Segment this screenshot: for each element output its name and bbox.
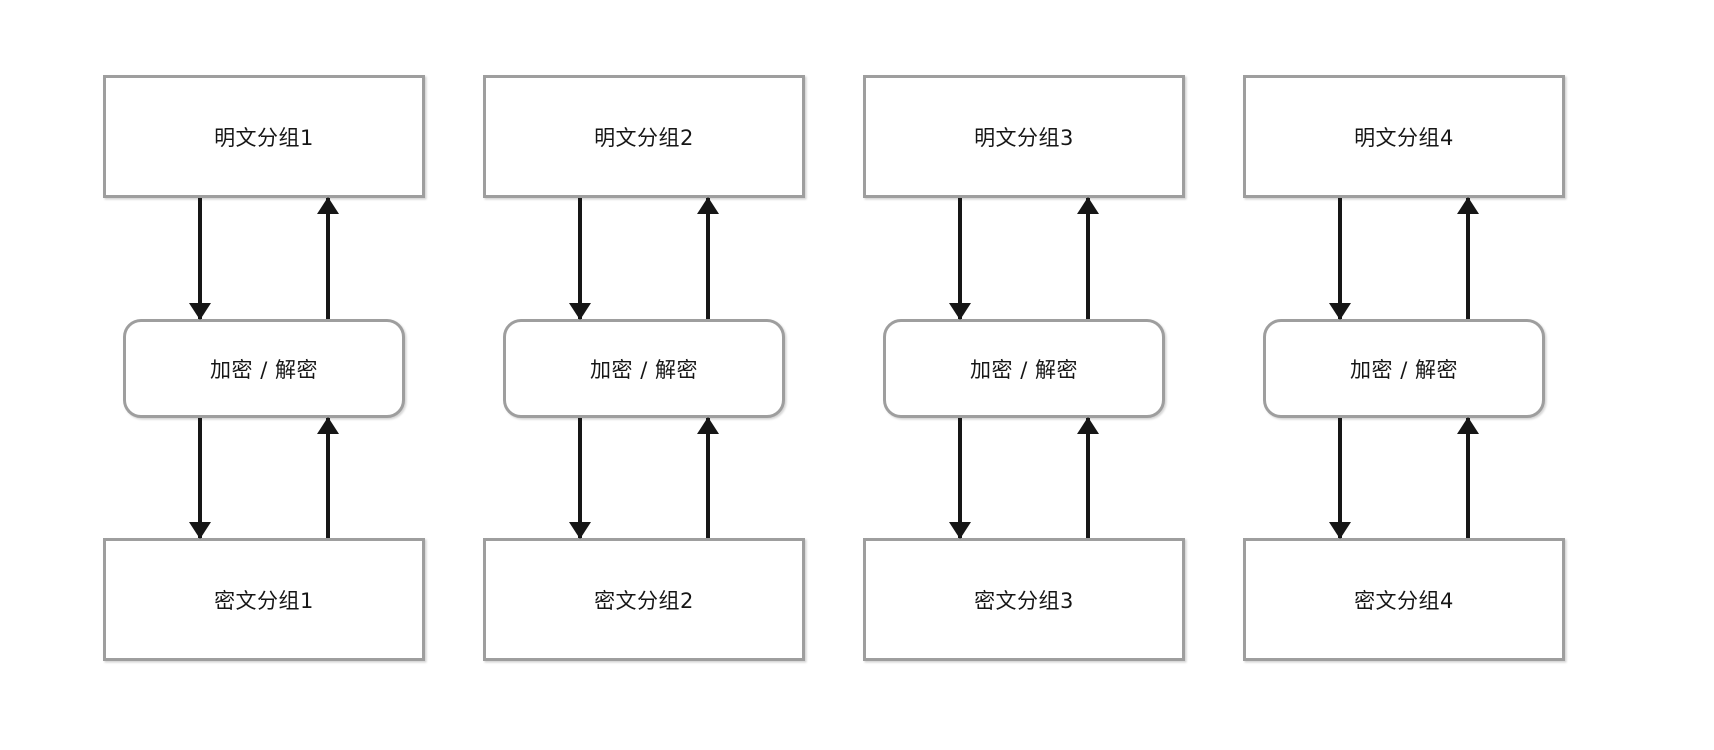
encrypt-decrypt-label: 加密 / 解密 — [1350, 357, 1458, 382]
plaintext-block-node: 明文分组4 — [1243, 75, 1565, 198]
encrypt-decrypt-node: 加密 / 解密 — [123, 319, 405, 418]
arrow-up-icon — [1466, 418, 1471, 538]
arrow-down-icon — [1337, 198, 1342, 319]
arrow-down-icon — [197, 198, 202, 319]
ciphertext-block-label: 密文分组3 — [974, 588, 1074, 613]
plaintext-block-node: 明文分组2 — [483, 75, 805, 198]
arrow-up-icon — [706, 198, 711, 319]
encrypt-decrypt-label: 加密 / 解密 — [590, 357, 698, 382]
ciphertext-block-node: 密文分组3 — [863, 538, 1185, 661]
plaintext-block-label: 明文分组4 — [1354, 125, 1454, 150]
ciphertext-block-node: 密文分组2 — [483, 538, 805, 661]
encrypt-decrypt-label: 加密 / 解密 — [210, 357, 318, 382]
arrow-up-icon — [706, 418, 711, 538]
encrypt-decrypt-node: 加密 / 解密 — [883, 319, 1165, 418]
plaintext-block-label: 明文分组2 — [594, 125, 694, 150]
block-cipher-diagram: 明文分组1 加密 / 解密 密文分组1 明文分组2 加密 / 解密 — [0, 0, 1714, 661]
ciphertext-block-label: 密文分组2 — [594, 588, 694, 613]
cipher-column-4: 明文分组4 加密 / 解密 密文分组4 — [1243, 75, 1565, 661]
connector-plaintext-cipher — [863, 198, 1185, 319]
connector-plaintext-cipher — [103, 198, 425, 319]
connector-cipher-ciphertext — [483, 418, 805, 538]
plaintext-block-node: 明文分组1 — [103, 75, 425, 198]
cipher-column-2: 明文分组2 加密 / 解密 密文分组2 — [483, 75, 805, 661]
connector-cipher-ciphertext — [863, 418, 1185, 538]
connector-cipher-ciphertext — [1243, 418, 1565, 538]
arrow-up-icon — [326, 198, 331, 319]
arrow-down-icon — [577, 418, 582, 538]
connector-plaintext-cipher — [483, 198, 805, 319]
plaintext-block-label: 明文分组1 — [214, 125, 314, 150]
cipher-column-1: 明文分组1 加密 / 解密 密文分组1 — [103, 75, 425, 661]
encrypt-decrypt-node: 加密 / 解密 — [503, 319, 785, 418]
arrow-down-icon — [1337, 418, 1342, 538]
ciphertext-block-label: 密文分组1 — [214, 588, 314, 613]
arrow-down-icon — [577, 198, 582, 319]
arrow-down-icon — [957, 418, 962, 538]
arrow-down-icon — [197, 418, 202, 538]
ciphertext-block-node: 密文分组4 — [1243, 538, 1565, 661]
ciphertext-block-node: 密文分组1 — [103, 538, 425, 661]
encrypt-decrypt-node: 加密 / 解密 — [1263, 319, 1545, 418]
connector-plaintext-cipher — [1243, 198, 1565, 319]
ciphertext-block-label: 密文分组4 — [1354, 588, 1454, 613]
plaintext-block-node: 明文分组3 — [863, 75, 1185, 198]
arrow-up-icon — [1086, 198, 1091, 319]
connector-cipher-ciphertext — [103, 418, 425, 538]
arrow-up-icon — [1086, 418, 1091, 538]
cipher-column-3: 明文分组3 加密 / 解密 密文分组3 — [863, 75, 1185, 661]
arrow-up-icon — [326, 418, 331, 538]
arrow-down-icon — [957, 198, 962, 319]
encrypt-decrypt-label: 加密 / 解密 — [970, 357, 1078, 382]
arrow-up-icon — [1466, 198, 1471, 319]
plaintext-block-label: 明文分组3 — [974, 125, 1074, 150]
